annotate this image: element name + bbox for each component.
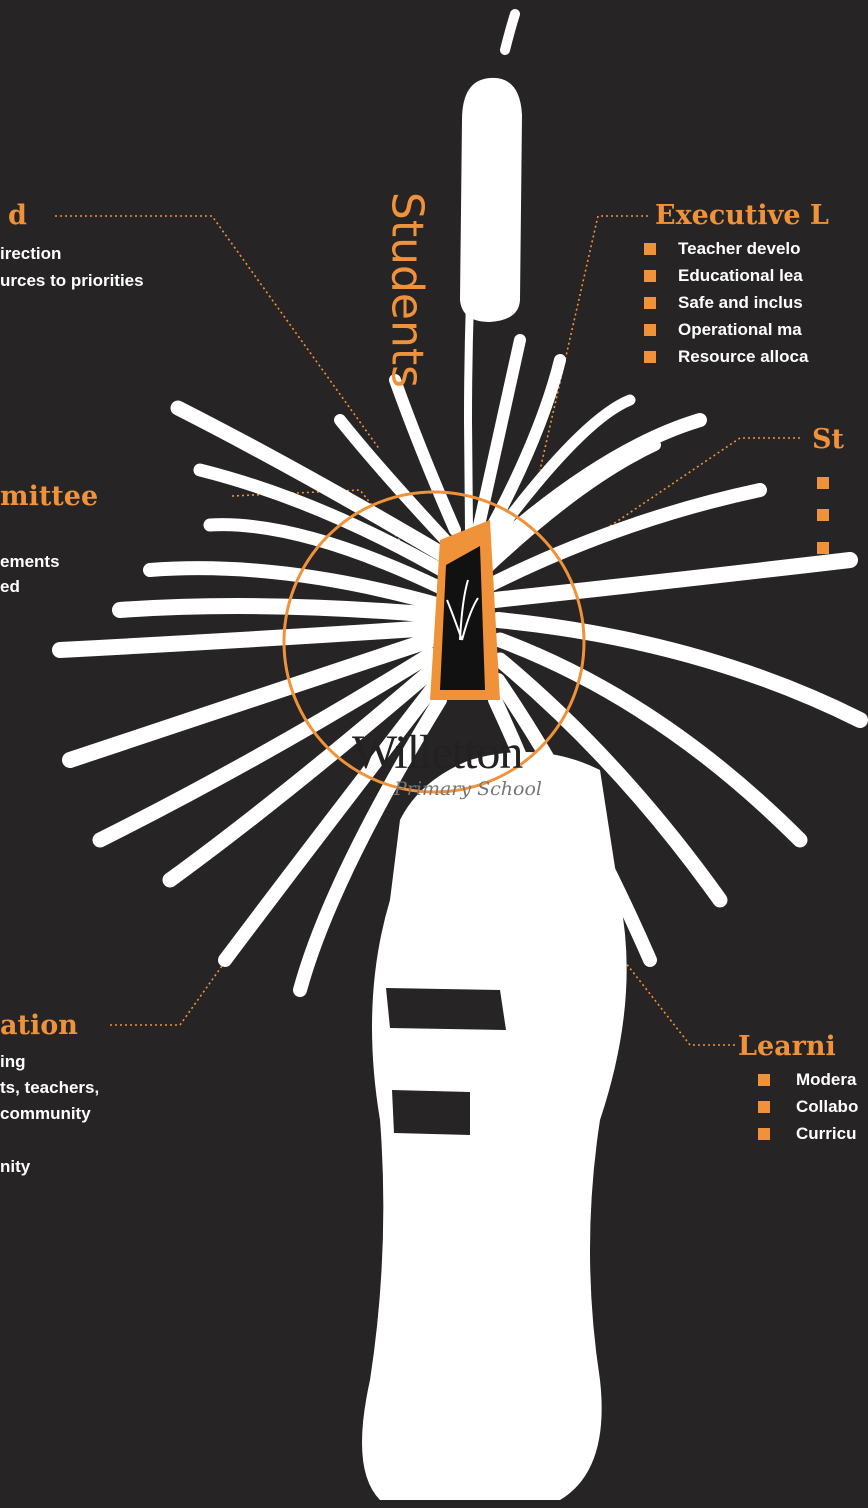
logo: Willetton Primary School: [352, 725, 552, 825]
group-heading-association: ation: [0, 1012, 78, 1039]
bullet-icon: [644, 297, 656, 309]
list-item: urces to priorities: [0, 272, 144, 289]
logo-subtitle: Primary School: [394, 778, 542, 800]
bullet-icon: [758, 1128, 770, 1140]
list-item: ed: [0, 578, 20, 595]
bullet-icon: [644, 270, 656, 282]
list-item: irection: [0, 245, 61, 262]
list-item: community: [0, 1105, 91, 1122]
group-heading-learning: Learni: [738, 1033, 836, 1060]
students-label: Students: [381, 195, 433, 385]
list-item: Teacher develo: [678, 240, 801, 257]
students-label-text: Students: [382, 192, 433, 388]
list-item: Educational lea: [678, 267, 803, 284]
cattail-tip: [505, 14, 515, 50]
list-item: Resource alloca: [678, 348, 808, 365]
bullet-icon: [758, 1074, 770, 1086]
bullet-icon: [644, 351, 656, 363]
bullet-icon: [817, 509, 829, 521]
list-item: Collabo: [796, 1098, 858, 1115]
group-heading-board: d: [8, 202, 27, 229]
list-item: Safe and inclus: [678, 294, 803, 311]
bullet-icon: [758, 1101, 770, 1113]
list-item: Modera: [796, 1071, 856, 1088]
logo-name: Willetton: [352, 725, 522, 780]
bullet-icon: [817, 542, 829, 554]
bullet-icon: [817, 477, 829, 489]
bullet-icon: [644, 243, 656, 255]
group-heading-executive: Executive L: [655, 202, 829, 229]
bullet-icon: [644, 324, 656, 336]
logo-emblem: [430, 520, 500, 700]
connector-board: [55, 216, 380, 450]
list-item: ements: [0, 553, 60, 570]
cattail-head: [460, 78, 522, 322]
list-item: Operational ma: [678, 321, 802, 338]
list-item: Curricu: [796, 1125, 856, 1142]
connector-executive: [540, 216, 648, 470]
list-item: ts, teachers,: [0, 1079, 99, 1096]
list-item: ing: [0, 1053, 26, 1070]
group-heading-st: St: [812, 426, 844, 453]
list-item: nity: [0, 1158, 30, 1175]
group-heading-committee: mittee: [0, 483, 98, 510]
